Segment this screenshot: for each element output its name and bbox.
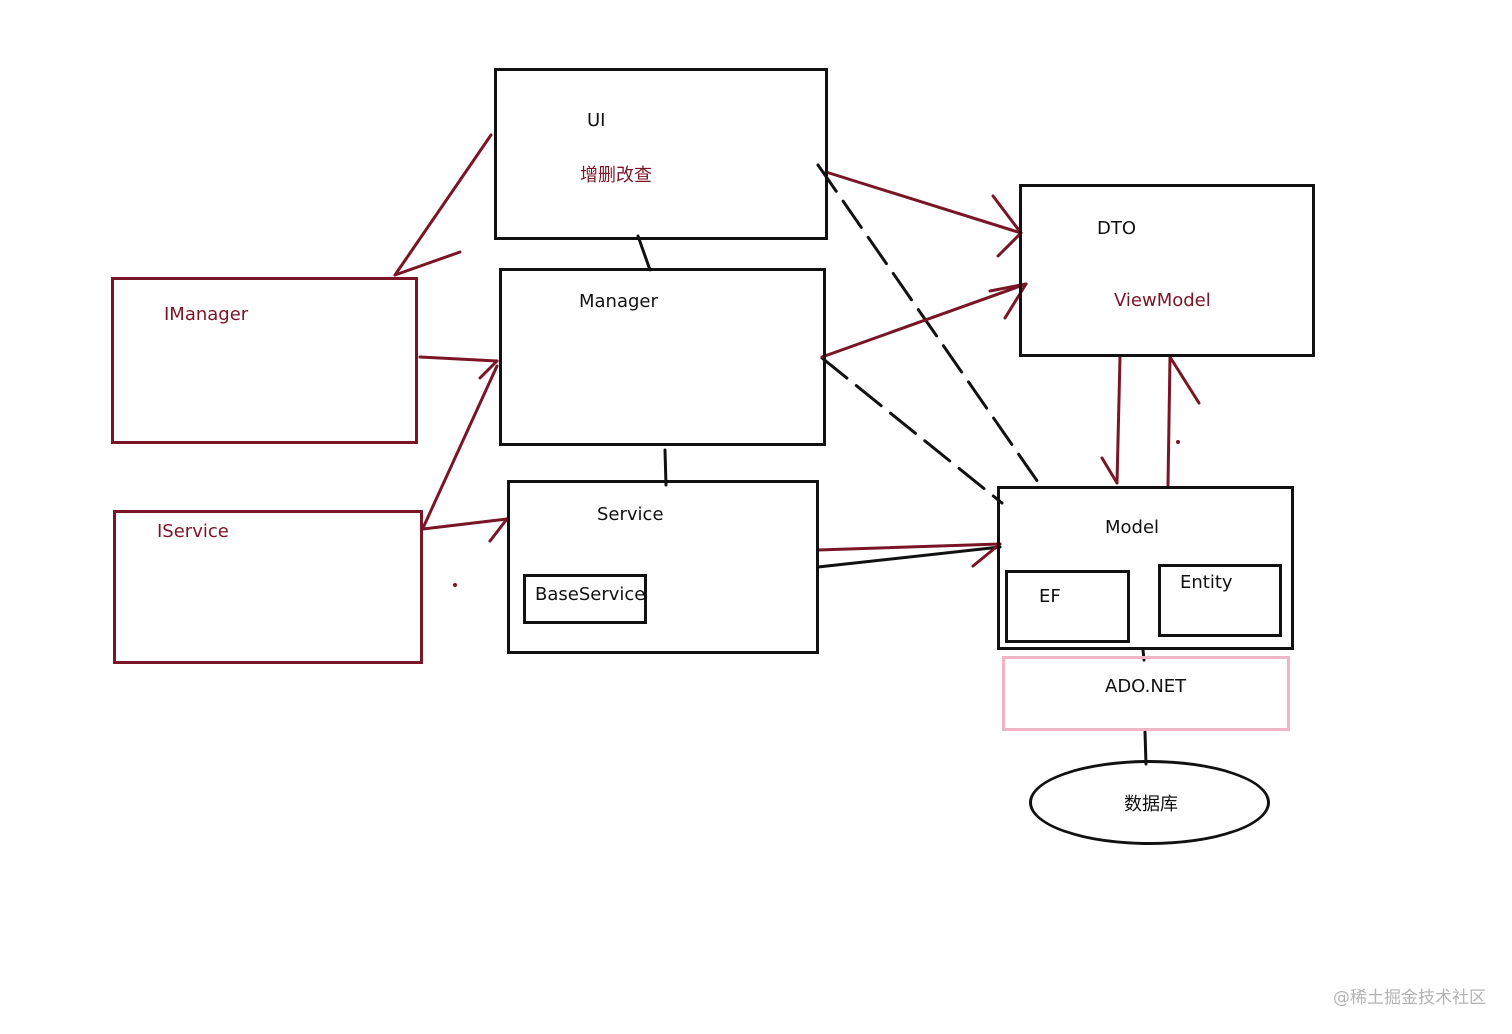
arrow-service-to-model	[816, 542, 1002, 568]
stray-dot	[1176, 440, 1180, 444]
manager-title: Manager	[579, 291, 658, 312]
dashed-connector-ui-model	[816, 163, 1042, 487]
ef-box	[1005, 570, 1130, 643]
baseservice-box	[523, 574, 647, 624]
arrow-dto-to-model	[1100, 355, 1122, 485]
arrow-ui-to-dto	[824, 170, 1023, 258]
model-box	[997, 486, 1294, 650]
dto-subtitle: ViewModel	[1114, 290, 1211, 311]
ui-box	[494, 68, 828, 240]
database-title: 数据库	[1124, 794, 1178, 815]
watermark-text: @稀土掘金技术社区	[1333, 988, 1486, 1008]
dto-box	[1019, 184, 1315, 357]
connector-adonet-database	[1143, 730, 1148, 766]
imanager-box	[111, 277, 418, 444]
adonet-title: ADO.NET	[1105, 676, 1187, 697]
iservice-box	[113, 510, 423, 664]
entity-box	[1158, 564, 1282, 637]
baseservice-title: BaseService	[535, 584, 646, 605]
connector-ui-manager	[636, 234, 652, 272]
arrow-iservice-to-manager	[421, 364, 499, 530]
adonet-box	[1002, 656, 1290, 731]
database-ellipse	[1029, 760, 1270, 845]
arrow-iservice-to-service	[421, 517, 509, 543]
dto-title: DTO	[1097, 218, 1137, 239]
service-box	[507, 480, 819, 654]
stray-dot	[453, 583, 457, 587]
manager-box	[499, 268, 826, 446]
entity-title: Entity	[1180, 572, 1233, 593]
arrow-model-to-dto	[1166, 355, 1201, 487]
model-title: Model	[1105, 517, 1160, 538]
arrow-manager-to-dto	[820, 282, 1028, 359]
imanager-title: IManager	[164, 304, 249, 325]
connector-service-model	[816, 545, 1002, 569]
service-title: Service	[597, 504, 664, 525]
ui-subtitle: 增删改查	[580, 165, 652, 186]
iservice-title: IService	[157, 521, 229, 542]
ef-title: EF	[1039, 586, 1061, 607]
connector-manager-service	[663, 448, 668, 487]
arrow-imanager-to-manager	[418, 355, 499, 380]
dashed-connector-manager-model	[820, 356, 1004, 505]
ui-title: UI	[587, 110, 606, 131]
arrow-ui-to-imanager	[393, 133, 493, 277]
